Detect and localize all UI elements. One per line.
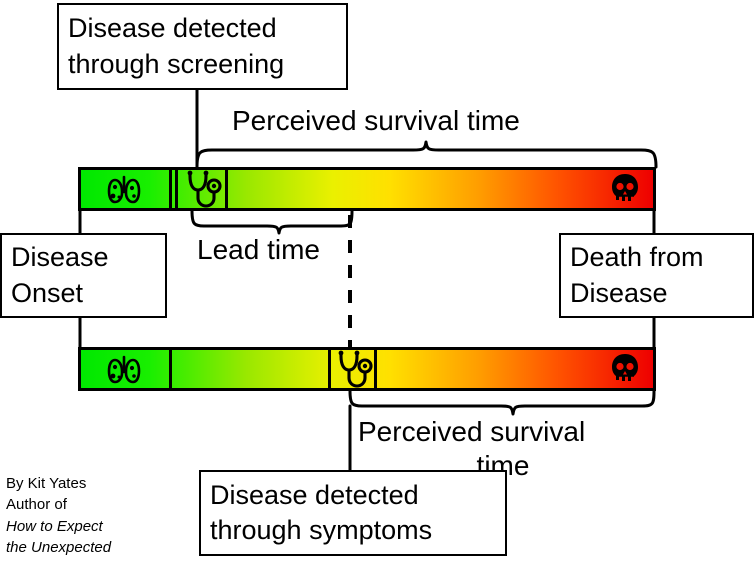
credit-line-3: How to Expect	[6, 517, 103, 535]
death-line-1: Death from	[570, 242, 704, 273]
lungs-icon	[106, 172, 142, 206]
credit-line-1: By Kit Yates	[6, 475, 87, 492]
stethoscope-cell-top	[175, 170, 228, 208]
symptoms-line-2: through symptoms	[210, 515, 433, 545]
death-line-2: Disease	[570, 277, 668, 308]
label-box-screening: Disease detected through screening	[57, 3, 348, 90]
onset-line-2: Onset	[11, 277, 84, 308]
stethoscope-icon	[333, 349, 373, 389]
label-lead-time: Lead time	[197, 234, 320, 265]
credit-line-2: Author of	[6, 496, 67, 514]
label-box-symptoms: Disease detected through symptoms	[199, 470, 507, 556]
screening-timeline-bar	[78, 167, 656, 211]
label-perceived-survival-top: Perceived survival time	[232, 105, 520, 136]
label-box-death-from-disease: Death from Disease	[559, 233, 754, 318]
lungs-icon	[106, 352, 142, 386]
label-box-disease-onset: Disease Onset	[0, 233, 167, 318]
brace-perceived-survival-top	[195, 140, 658, 169]
symptoms-timeline-bar	[78, 347, 656, 391]
skull-cell-top	[596, 170, 653, 208]
screening-line-1: Disease detected	[68, 13, 277, 44]
perceived-bottom-line-1: Perceived survival	[358, 416, 586, 447]
credit-line-4: the Unexpected	[6, 538, 112, 556]
brace-perceived-survival-bottom	[348, 389, 656, 416]
author-credit: By Kit Yates Author of How to Expect the…	[6, 473, 111, 558]
lungs-cell-bottom	[78, 350, 172, 388]
screening-line-2: through screening	[68, 48, 285, 79]
brace-lead-time	[190, 209, 354, 235]
symptoms-line-1: Disease detected	[210, 479, 419, 510]
severity-gradient	[81, 350, 653, 388]
skull-icon	[610, 172, 640, 206]
stethoscope-icon	[182, 169, 222, 209]
lungs-cell-top	[78, 170, 172, 208]
skull-icon	[610, 352, 640, 386]
skull-cell-bottom	[596, 350, 653, 388]
onset-line-1: Disease	[11, 242, 109, 273]
stethoscope-cell-bottom	[328, 350, 377, 388]
